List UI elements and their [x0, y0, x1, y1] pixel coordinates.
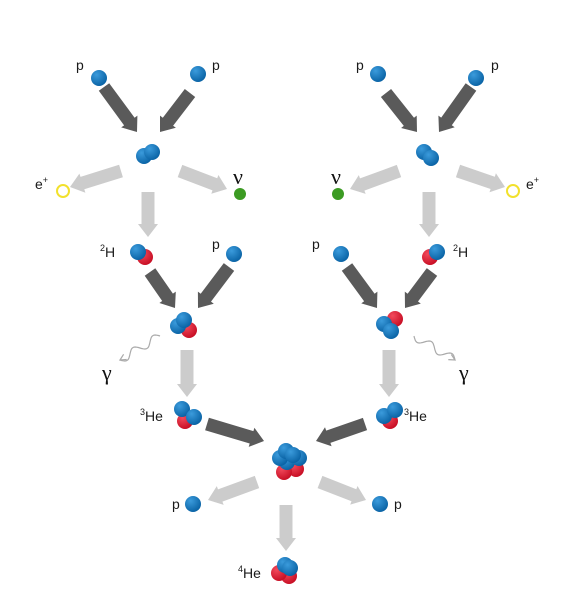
neutrino-left — [234, 188, 246, 200]
arrow-right-to-neutrino — [350, 164, 402, 194]
proton-joining-left — [226, 246, 242, 262]
fusion-cluster — [272, 443, 307, 480]
arrow-right-proton-to-he3 — [341, 263, 378, 308]
proton-left-b — [190, 66, 206, 82]
label-proton-released-right: p — [394, 496, 402, 512]
label-positron-left: e+ — [35, 175, 48, 192]
label-proton-released-left: p — [172, 496, 180, 512]
arrow-left-he3-to-cluster — [205, 417, 264, 447]
label-proton-joining-right: p — [312, 236, 320, 252]
label-deuterium-left: 2H — [100, 243, 115, 260]
deuterium-left — [130, 244, 153, 265]
positron-right — [506, 184, 520, 198]
gamma-wave-right-head — [448, 354, 457, 361]
arrow-left-proton-a-to-pair — [98, 83, 138, 132]
label-proton-right-a: p — [356, 57, 364, 73]
label-deuterium-right: 2H — [453, 243, 468, 260]
arrow-right-proton-b-to-pair — [438, 83, 477, 132]
gamma-wave-right — [413, 335, 456, 361]
gamma-wave-left — [119, 334, 161, 362]
arrow-left-to-neutrino — [177, 164, 227, 194]
proton-left-a — [91, 70, 107, 86]
positron-left — [56, 184, 70, 198]
helium3-left — [174, 401, 202, 429]
label-neutrino-left: ν — [233, 164, 243, 189]
neutrino-right — [332, 188, 344, 200]
label-helium3-left: 3He — [140, 407, 163, 424]
arrow-cluster-to-helium4 — [276, 505, 296, 551]
gamma-wave-left-head — [118, 353, 127, 361]
arrow-left-he3-formation-down — [177, 350, 197, 397]
arrow-left-to-positron — [70, 164, 123, 193]
arrow-left-pair-to-deuterium — [138, 192, 158, 237]
arrow-left-deuterium-to-he3 — [144, 268, 176, 308]
proton-released-left — [185, 496, 201, 512]
helium3-formation-right — [376, 311, 403, 339]
arrows-layer — [70, 83, 505, 551]
label-proton-joining-left: p — [212, 236, 220, 252]
label-neutrino-right: ν — [331, 164, 341, 189]
proton-pair-left — [136, 144, 160, 164]
label-proton-right-b: p — [491, 57, 499, 73]
label-gamma-right: γ — [458, 360, 469, 385]
arrow-right-proton-a-to-pair — [380, 89, 417, 132]
arrow-right-pair-to-deuterium — [419, 192, 439, 237]
label-helium3-right: 3He — [404, 407, 427, 424]
label-proton-left-a: p — [76, 57, 84, 73]
gamma-waves-layer — [118, 334, 457, 362]
arrow-left-proton-b-to-pair — [160, 89, 196, 132]
label-proton-left-b: p — [212, 57, 220, 73]
arrow-right-deuterium-to-he3 — [404, 268, 438, 308]
label-positron-right: e+ — [526, 175, 539, 192]
arrow-right-he3-formation-down — [379, 350, 399, 397]
arrow-cluster-to-proton-left — [208, 475, 260, 505]
arrow-right-he3-to-cluster — [316, 417, 368, 447]
label-gamma-left: γ — [101, 360, 112, 385]
proton-right-b — [468, 70, 484, 86]
proton-right-a — [370, 66, 386, 82]
arrow-right-to-positron — [455, 164, 505, 193]
helium3-formation-left — [170, 312, 197, 338]
proton-pair-right — [416, 144, 439, 166]
deuterium-right — [422, 244, 445, 265]
arrow-left-proton-to-he3 — [197, 263, 235, 308]
helium3-right — [376, 402, 403, 429]
proton-released-right — [372, 496, 388, 512]
proton-joining-right — [333, 246, 349, 262]
label-helium4: 4He — [238, 564, 261, 581]
arrow-cluster-to-proton-right — [317, 475, 366, 505]
helium4 — [271, 557, 298, 584]
